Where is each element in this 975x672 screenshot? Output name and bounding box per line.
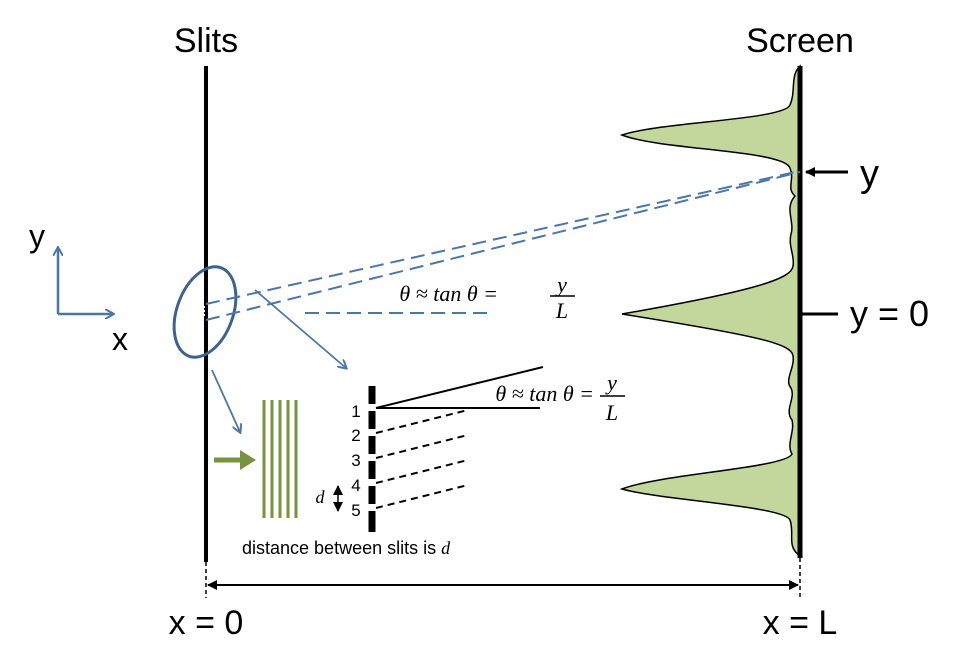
- ray-upper: [205, 170, 801, 305]
- x-L-label: x = L: [763, 604, 838, 642]
- slits-title: Slits: [174, 22, 238, 60]
- d-label: d: [316, 487, 326, 507]
- screen-title: Screen: [746, 22, 854, 60]
- slit3-ray: [375, 434, 469, 459]
- slit-number-5: 5: [351, 501, 360, 520]
- slit-region-ellipse: [172, 265, 238, 359]
- zoom-guide-arrow: [254, 289, 346, 368]
- slit-number-1: 1: [351, 402, 360, 421]
- interference-fringe-pattern: [619, 64, 801, 558]
- incoming-wavefronts: [262, 400, 298, 518]
- caption-prefix: distance between slits is: [242, 538, 441, 558]
- slit1-angled-ray: [375, 366, 544, 409]
- slit-distance-caption: distance between slits is d: [242, 538, 451, 558]
- y-pointer-label: y: [860, 153, 879, 195]
- formula-upper-lhs: θ ≈ tan θ =: [399, 281, 498, 306]
- slit-gaps: [368, 404, 376, 511]
- y-zero-label: y = 0: [850, 293, 929, 334]
- slit5-ray: [375, 484, 469, 509]
- axis-y-label: y: [29, 218, 45, 254]
- ray-lower: [205, 171, 801, 321]
- caption-variable: d: [441, 538, 451, 558]
- formula-lower-numerator: y: [605, 370, 617, 395]
- formula-lower-lhs: θ ≈ tan θ =: [495, 381, 594, 406]
- slit4-ray: [375, 459, 469, 484]
- slit-number-4: 4: [351, 476, 360, 495]
- axis-x-label: x: [112, 321, 128, 357]
- angle-formula-lower: θ ≈ tan θ = y L: [495, 370, 625, 425]
- formula-upper-numerator: y: [555, 272, 567, 297]
- incident-light-arrow: [214, 450, 256, 470]
- formula-upper-denominator: L: [555, 298, 568, 323]
- slit2-ray: [375, 409, 469, 434]
- slit-number-3: 3: [351, 451, 360, 470]
- slit-number-2: 2: [351, 426, 360, 445]
- x-zero-label: x = 0: [169, 604, 244, 642]
- angle-formula-upper: θ ≈ tan θ = y L: [399, 272, 575, 323]
- wavefront-guide-arrow: [211, 369, 240, 432]
- formula-lower-denominator: L: [605, 400, 618, 425]
